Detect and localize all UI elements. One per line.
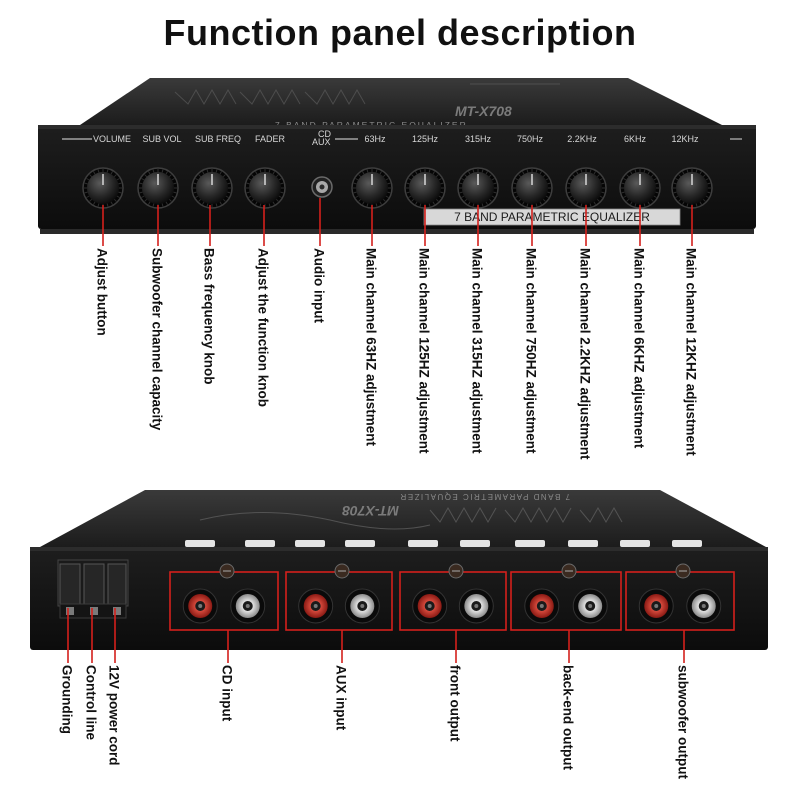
cd-input-jack-white[interactable] xyxy=(230,588,266,624)
subwoofer-output-jack-white[interactable] xyxy=(686,588,722,624)
front-unit: MT-X708 7 BAND PARAMETRIC EQUALIZER VOLU… xyxy=(38,78,756,234)
knob-volume[interactable] xyxy=(82,167,124,209)
rear-top-engraving xyxy=(199,506,623,530)
aux-input-jack-group xyxy=(285,563,393,631)
subwoofer-output-jack-red[interactable] xyxy=(638,588,674,624)
knob-750hz[interactable] xyxy=(511,167,553,209)
top-engraving xyxy=(174,83,560,106)
knob-label-6khz: 6KHz xyxy=(624,134,647,144)
callout-control-line: Control line xyxy=(83,665,99,740)
callout-front-output: front output xyxy=(447,665,463,742)
callout-main-channel-63hz-adjustment: Main channel 63HZ adjustment xyxy=(363,248,379,447)
knob-6khz[interactable] xyxy=(619,167,661,209)
knob-label-125hz: 125Hz xyxy=(412,134,439,144)
knob-fader[interactable] xyxy=(244,167,286,209)
callout-12v-power-cord: 12V power cord xyxy=(106,665,122,766)
callout-back-end-output: back-end output xyxy=(560,665,576,770)
knob-label-750hz: 750Hz xyxy=(517,134,544,144)
knob-2-2khz[interactable] xyxy=(565,167,607,209)
page-title: Function panel description xyxy=(163,12,637,53)
back-end-output-jack-white[interactable] xyxy=(572,588,608,624)
terminal-screw-ground[interactable] xyxy=(66,607,74,615)
callout-main-channel-315hz-adjustment: Main channel 315HZ adjustment xyxy=(469,248,485,454)
terminal-screw-control[interactable] xyxy=(90,607,98,615)
knob-125hz[interactable] xyxy=(404,167,446,209)
knob-63hz[interactable] xyxy=(351,167,393,209)
model-badge-text: 7 BAND PARAMETRIC EQUALIZER xyxy=(454,210,650,224)
callout-main-channel-125hz-adjustment: Main channel 125HZ adjustment xyxy=(416,248,432,454)
switch-label-aux: AUX xyxy=(312,137,331,147)
audio-input-jack[interactable] xyxy=(311,176,333,198)
cd-input-jack-red[interactable] xyxy=(182,588,218,624)
front-output-jack-white[interactable] xyxy=(458,588,494,624)
callout-bass-frequency-knob: Bass frequency knob xyxy=(201,248,217,385)
model-badge: 7 BAND PARAMETRIC EQUALIZER xyxy=(423,208,681,226)
callout-subwoofer-output: subwoofer output xyxy=(675,665,691,779)
knob-sub-vol[interactable] xyxy=(137,167,179,209)
rear-model-text: MT-X708 xyxy=(342,503,399,519)
cd-input-jack-group xyxy=(169,563,279,631)
callout-main-channel-2-2khz-adjustment: Main channel 2.2KHZ adjustment xyxy=(577,248,593,460)
callout-subwoofer-channel-capacity: Subwoofer channel capacity xyxy=(149,248,165,431)
callout-adjust-the-function-knob: Adjust the function knob xyxy=(255,248,271,407)
callout-aux-input: AUX input xyxy=(333,665,349,731)
switch-label-cd: CD xyxy=(318,129,331,139)
knob-label-12khz: 12KHz xyxy=(671,134,699,144)
rear-subtitle-text: 7 BAND PARAMETRIC EQUALIZER xyxy=(399,492,570,501)
knob-label-volume: VOLUME xyxy=(93,134,131,144)
aux-input-jack-red[interactable] xyxy=(298,588,334,624)
aux-input-jack-white[interactable] xyxy=(344,588,380,624)
knob-label-sub-freq: SUB FREQ xyxy=(195,134,241,144)
front-callout-lines xyxy=(102,198,693,246)
knob-label-63hz: 63Hz xyxy=(364,134,386,144)
front-model-text: MT-X708 xyxy=(455,103,512,119)
knob-315hz[interactable] xyxy=(457,167,499,209)
back-end-output-jack-red[interactable] xyxy=(524,588,560,624)
callout-main-channel-750hz-adjustment: Main channel 750HZ adjustment xyxy=(523,248,539,454)
rear-unit: MT-X708 7 BAND PARAMETRIC EQUALIZER xyxy=(30,490,768,650)
callout-audio-input: Audio input xyxy=(311,248,327,323)
subwoofer-output-jack-group xyxy=(625,563,735,631)
callout-cd-input: CD input xyxy=(219,665,235,722)
callout-grounding: Grounding xyxy=(59,665,75,734)
front-unit-top xyxy=(80,78,722,125)
callout-main-channel-12khz-adjustment: Main channel 12KHZ adjustment xyxy=(683,248,699,456)
knob-label-2-2khz: 2.2KHz xyxy=(567,134,597,144)
knob-label-315hz: 315Hz xyxy=(465,134,492,144)
knob-sub-freq[interactable] xyxy=(191,167,233,209)
knob-12khz[interactable] xyxy=(671,167,713,209)
rear-label-plates xyxy=(185,540,702,547)
back-end-output-jack-group xyxy=(510,563,622,631)
rear-unit-top xyxy=(40,490,766,547)
callout-main-channel-6khz-adjustment: Main channel 6KHZ adjustment xyxy=(631,248,647,449)
knob-label-sub-vol: SUB VOL xyxy=(142,134,181,144)
power-terminal-block xyxy=(57,559,129,619)
knob-label-fader: FADER xyxy=(255,134,286,144)
callout-adjust-button: Adjust button xyxy=(94,248,110,336)
front-output-jack-group xyxy=(399,563,507,631)
front-output-jack-red[interactable] xyxy=(412,588,448,624)
rear-callout-lines xyxy=(67,608,685,663)
terminal-screw-12v[interactable] xyxy=(113,607,121,615)
